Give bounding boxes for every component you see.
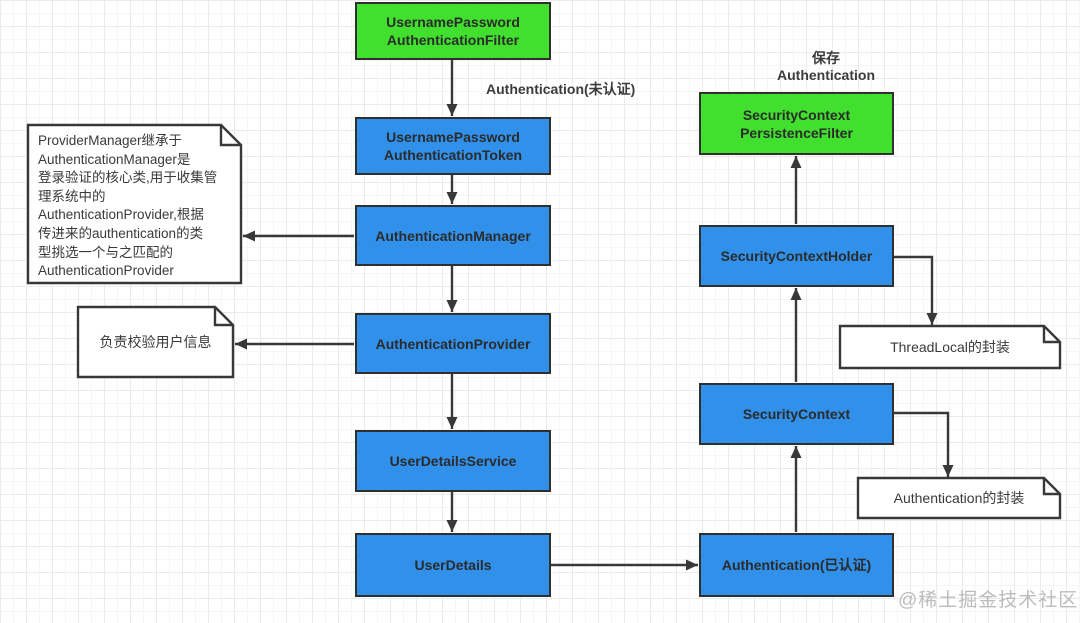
provider-manager-note-shape	[26, 123, 243, 285]
provider-manager-note-text: ProviderManager继承于 AuthenticationManager…	[38, 133, 218, 279]
verify-user-note-shape	[76, 305, 235, 379]
label-save-authentication: 保存 Authentication	[777, 50, 875, 83]
watermark: @稀土掘金技术社区	[898, 590, 1079, 611]
threadlocal-note-shape	[838, 324, 1062, 370]
authentication-wrapper-note-text: Authentication的封装	[893, 489, 1025, 506]
authentication-wrapper-note-shape	[856, 476, 1062, 520]
node-authentication-provider: AuthenticationProvider	[355, 313, 551, 374]
node-usernamepassword-authentication-token: UsernamePassword AuthenticationToken	[355, 117, 551, 175]
verify-user-note-text: 负责校验用户信息	[99, 333, 212, 350]
node-user-details-service: UserDetailsService	[355, 430, 551, 492]
threadlocal-note-text: ThreadLocal的封装	[890, 338, 1010, 355]
node-security-context: SecurityContext	[699, 383, 894, 445]
node-authentication-authenticated: Authentication(已认证)	[699, 533, 894, 597]
label-authentication-unauthenticated: Authentication(未认证)	[486, 81, 636, 97]
node-authentication-manager: AuthenticationManager	[355, 205, 551, 266]
node-security-context-holder: SecurityContextHolder	[699, 225, 894, 287]
node-user-details: UserDetails	[355, 533, 551, 597]
arrow-holder-to-threadlocal-note	[894, 255, 938, 325]
node-security-context-persistence-filter: SecurityContext PersistenceFilter	[699, 92, 894, 155]
arrow-securitycontext-to-wrapper-note	[894, 411, 954, 477]
node-usernamepassword-authentication-filter: UsernamePassword AuthenticationFilter	[355, 2, 551, 60]
